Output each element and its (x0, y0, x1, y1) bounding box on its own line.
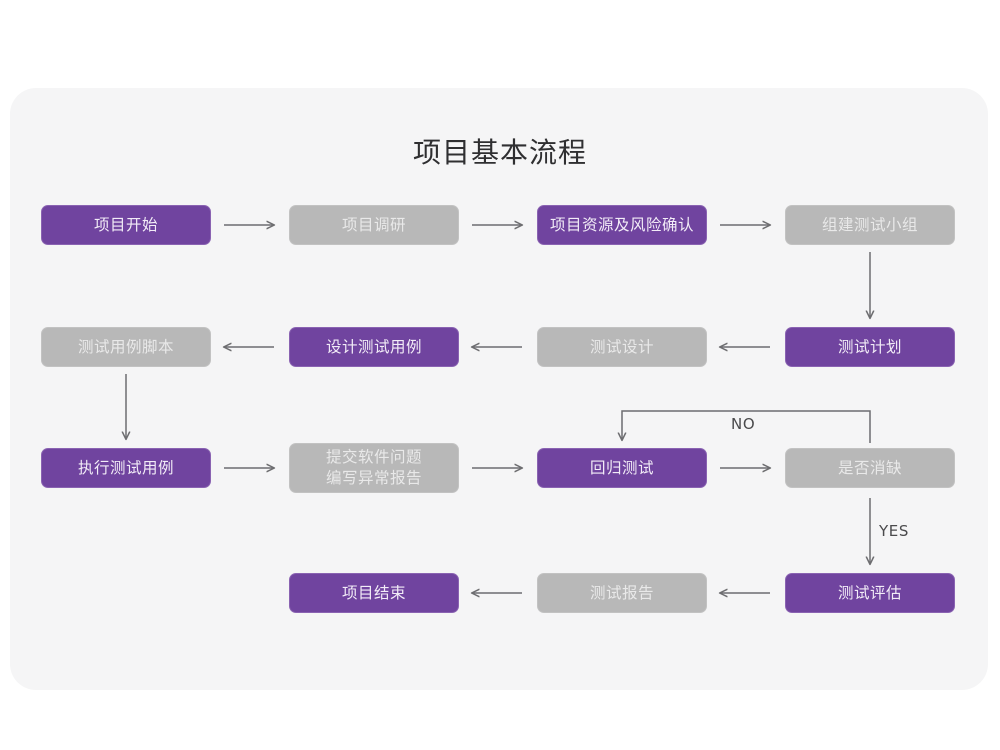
flow-node-design-test-cases[interactable]: 设计测试用例 (289, 327, 459, 367)
flow-node-test-report[interactable]: 测试报告 (537, 573, 707, 613)
flow-node-regression-test[interactable]: 回归测试 (537, 448, 707, 488)
flow-node-project-start[interactable]: 项目开始 (41, 205, 211, 245)
flow-node-project-research[interactable]: 项目调研 (289, 205, 459, 245)
flow-node-test-plan[interactable]: 测试计划 (785, 327, 955, 367)
flow-node-execute-test-cases[interactable]: 执行测试用例 (41, 448, 211, 488)
flow-node-test-evaluation[interactable]: 测试评估 (785, 573, 955, 613)
edge-label-yes: YES (879, 522, 909, 540)
flow-node-test-case-script[interactable]: 测试用例脚本 (41, 327, 211, 367)
flow-node-build-test-team[interactable]: 组建测试小组 (785, 205, 955, 245)
flow-node-resource-risk-confirm[interactable]: 项目资源及风险确认 (537, 205, 707, 245)
flow-node-project-end[interactable]: 项目结束 (289, 573, 459, 613)
page-title: 项目基本流程 (412, 136, 587, 169)
flow-node-defects-cleared-decision[interactable]: 是否消缺 (785, 448, 955, 488)
flow-node-submit-defects-report[interactable]: 提交软件问题 编写异常报告 (289, 443, 459, 493)
flow-node-test-design[interactable]: 测试设计 (537, 327, 707, 367)
edge-label-no: NO (731, 415, 756, 433)
